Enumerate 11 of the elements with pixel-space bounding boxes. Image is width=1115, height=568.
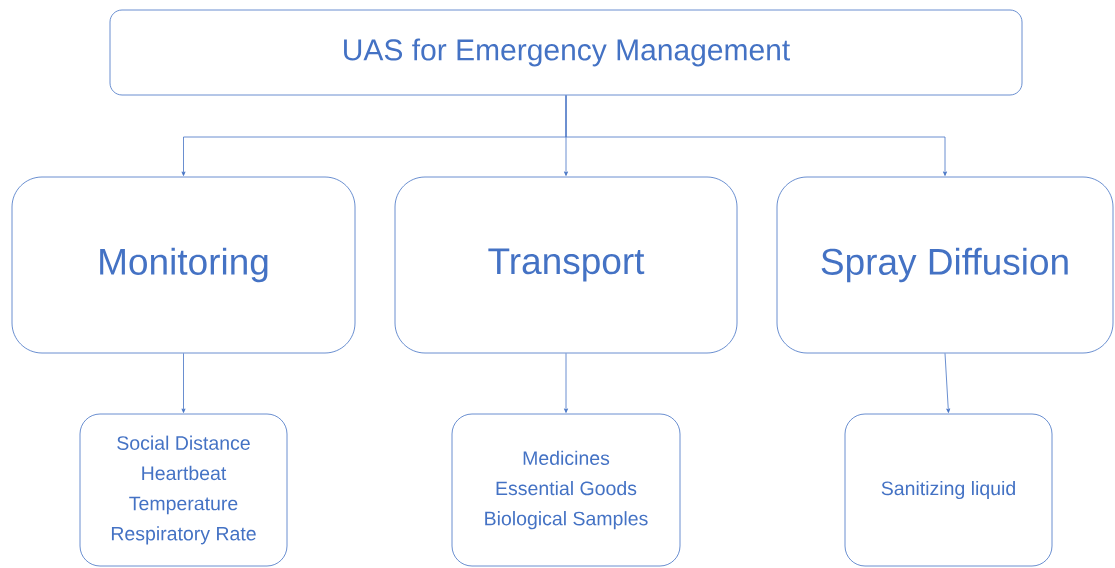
detail-box: Sanitizing liquid xyxy=(844,413,1053,567)
arrow xyxy=(564,353,568,413)
category-box: Monitoring xyxy=(11,176,356,354)
arrow xyxy=(944,353,951,413)
detail-box: Medicines Essential Goods Biological Samples xyxy=(451,413,681,567)
title-box: UAS for Emergency Management xyxy=(109,9,1023,96)
category-box: Spray Diffusion xyxy=(776,176,1114,354)
category-box: Transport xyxy=(394,176,738,354)
detail-box: Social Distance Heartbeat Temperature Respiratory Rate xyxy=(79,413,288,567)
arrow xyxy=(181,353,186,413)
arrow xyxy=(565,95,947,176)
